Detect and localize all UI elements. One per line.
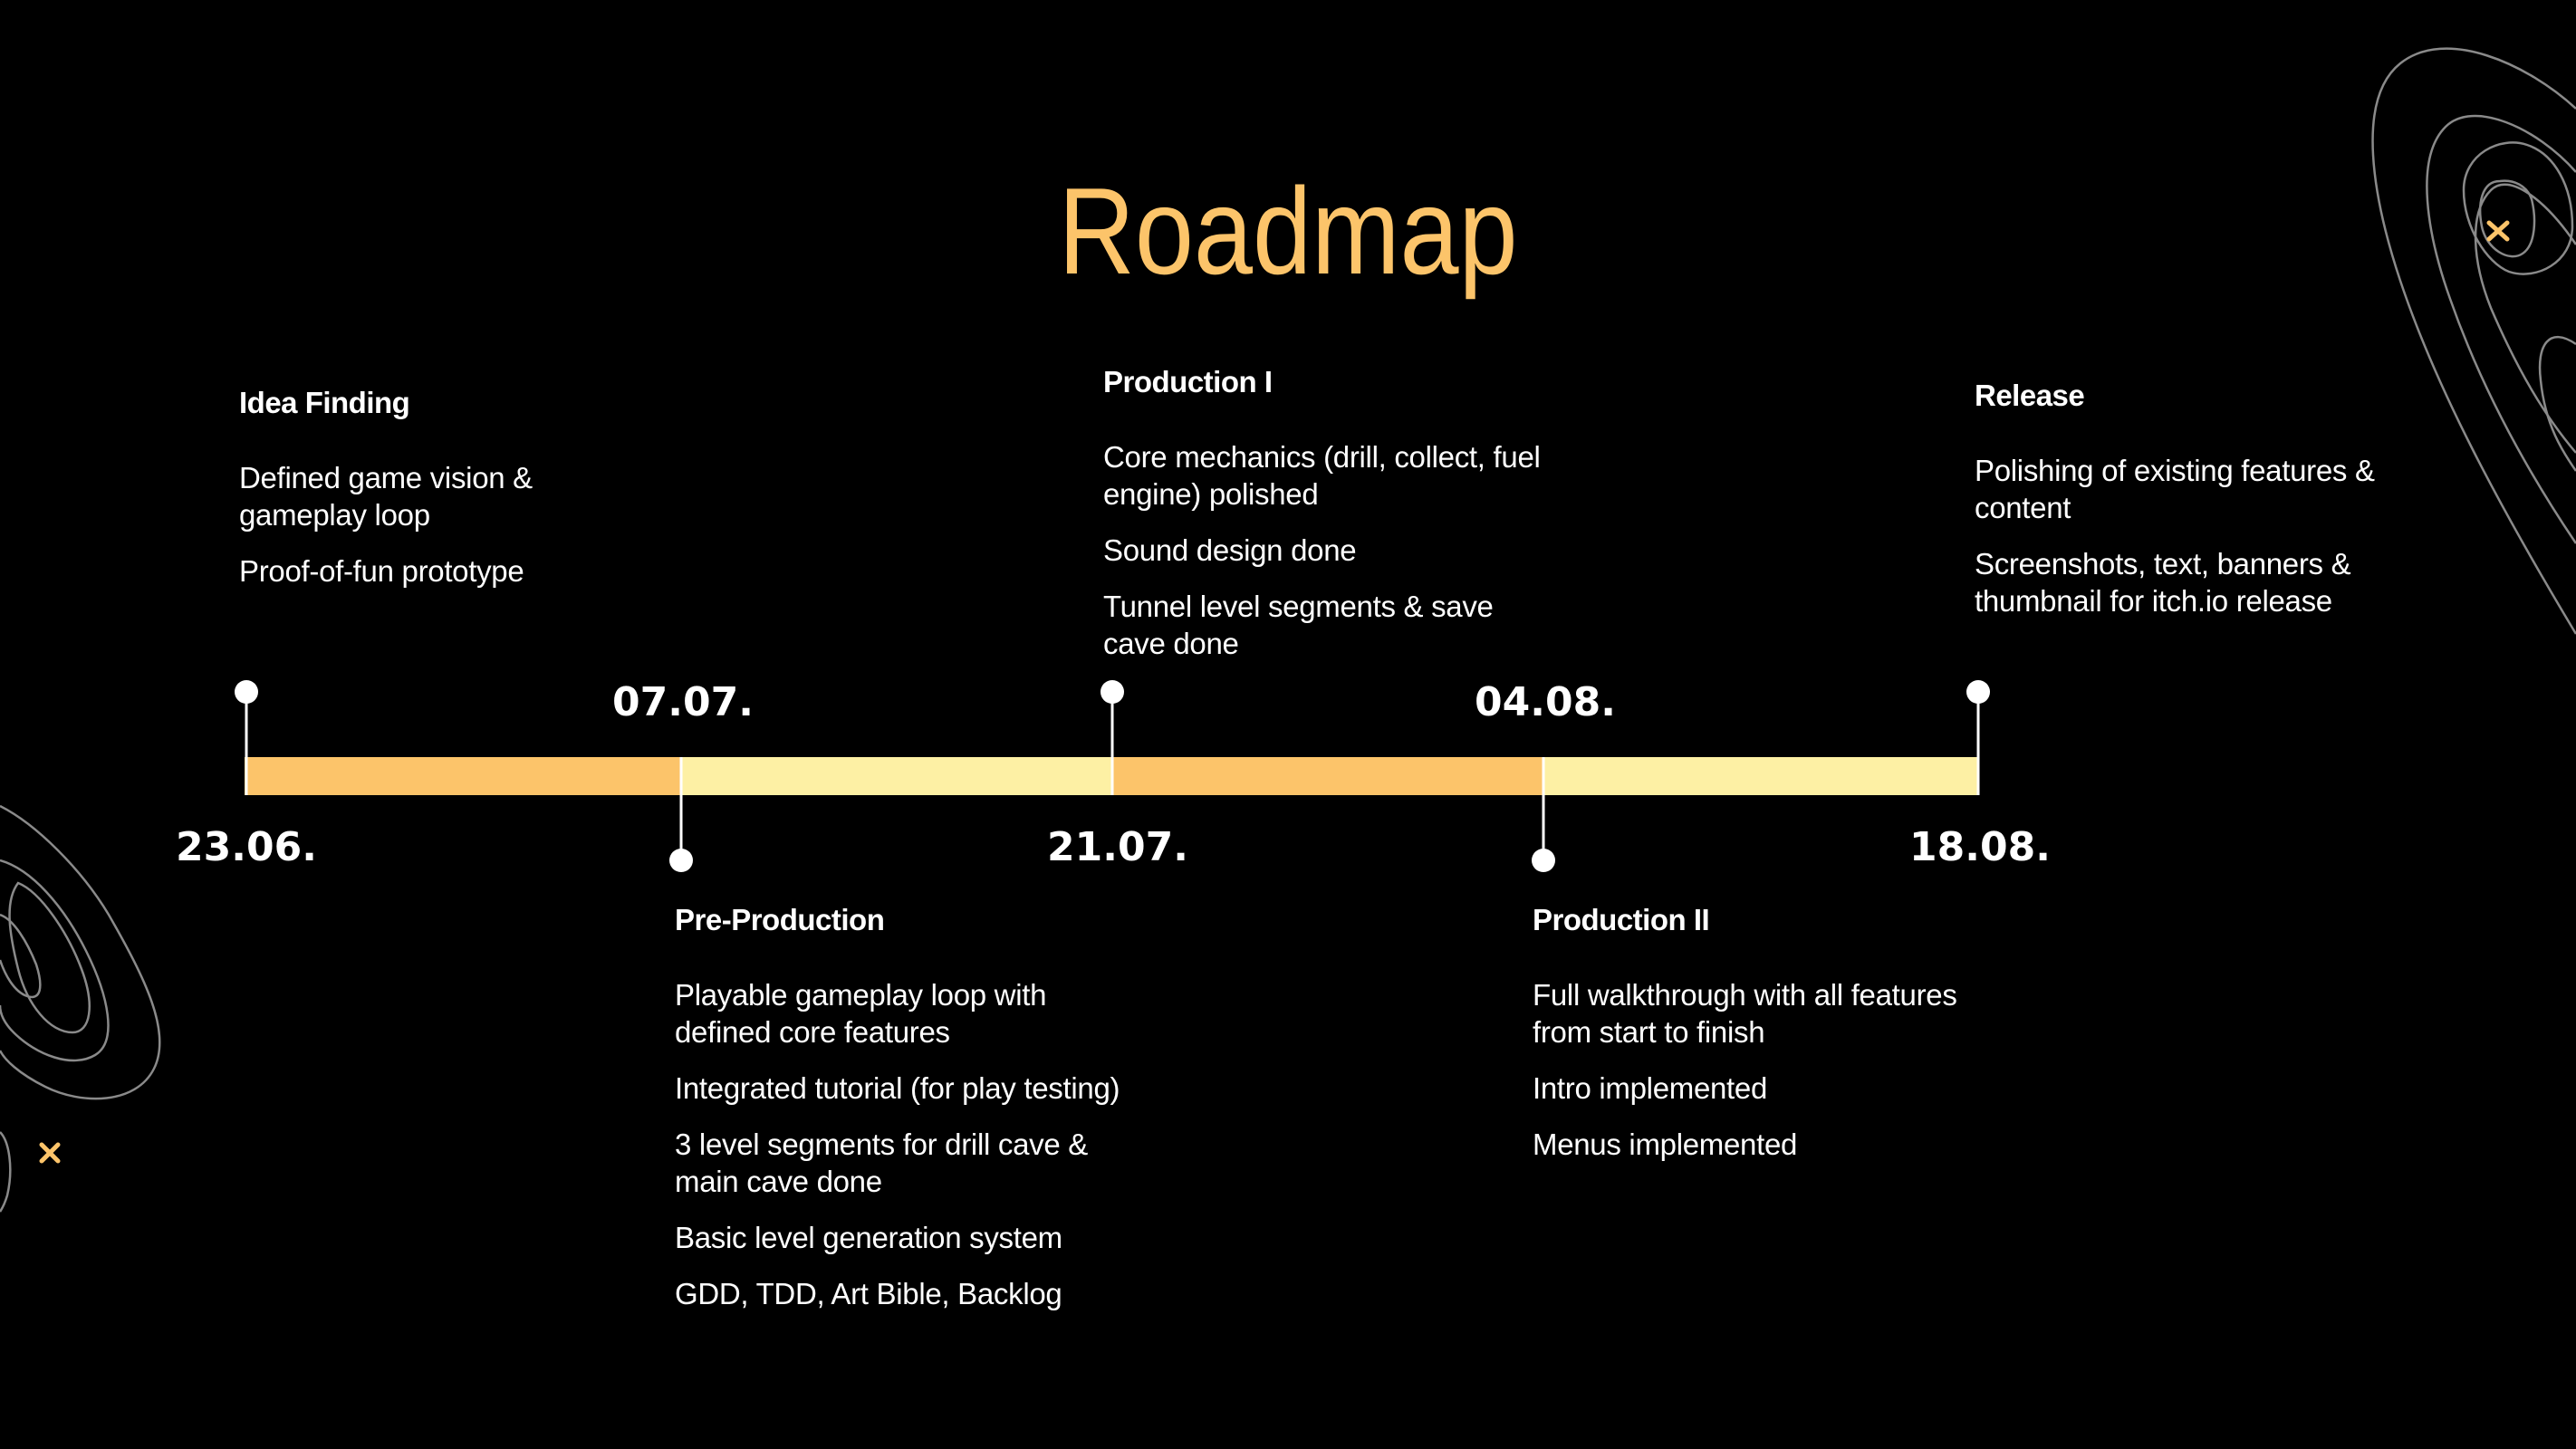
phase-title: Idea Finding bbox=[239, 386, 410, 419]
phase-items: Full walkthrough with all features from … bbox=[1533, 976, 1967, 1163]
phase-production-2: Production II Full walkthrough with all … bbox=[1533, 902, 1967, 1182]
phase-idea-finding: Idea Finding Defined game vision & gamep… bbox=[239, 385, 665, 609]
phase-item: Integrated tutorial (for play testing) bbox=[675, 1071, 1120, 1105]
phase-item: Defined game vision & gameplay loop bbox=[239, 461, 533, 532]
phase-production-1: Production I Core mechanics (drill, coll… bbox=[1103, 364, 1556, 681]
phase-item: Basic level generation system bbox=[675, 1221, 1062, 1254]
milestone-marker-18-08 bbox=[1966, 680, 1990, 795]
phase-item: Tunnel level segments & save cave done bbox=[1103, 590, 1494, 660]
page-title: Roadmap bbox=[1058, 162, 1518, 300]
phase-item: GDD, TDD, Art Bible, Backlog bbox=[675, 1277, 1062, 1310]
date-label-production-2: 04.08. bbox=[1475, 679, 1616, 725]
date-label-pre-production: 07.07. bbox=[612, 679, 754, 725]
timeline-segment-production-1 bbox=[1113, 757, 1543, 795]
phase-item: Menus implemented bbox=[1533, 1128, 1798, 1161]
phase-item: Proof-of-fun prototype bbox=[239, 554, 524, 588]
phase-title: Release bbox=[1975, 379, 2085, 412]
contour-lines-top-right bbox=[2371, 47, 2576, 635]
phase-item: 3 level segments for drill cave & main c… bbox=[675, 1128, 1088, 1198]
date-label-production-1: 21.07. bbox=[1047, 824, 1188, 870]
date-label-start: 23.06. bbox=[176, 824, 317, 870]
phase-item: Sound design done bbox=[1103, 533, 1357, 567]
contour-lines-bottom-left bbox=[0, 804, 161, 1213]
x-mark-icon bbox=[2486, 220, 2510, 242]
timeline-segment-production-2 bbox=[1543, 757, 1978, 795]
phase-item: Core mechanics (drill, collect, fuel eng… bbox=[1103, 440, 1541, 511]
phase-items: Playable gameplay loop with defined core… bbox=[675, 976, 1128, 1312]
milestone-marker-07-07 bbox=[669, 757, 693, 872]
phase-item: Intro implemented bbox=[1533, 1071, 1768, 1105]
phase-release: Release Polishing of existing features &… bbox=[1975, 378, 2400, 638]
milestone-marker-04-08 bbox=[1532, 757, 1555, 872]
phase-title: Pre-Production bbox=[675, 903, 885, 936]
phase-item: Full walkthrough with all features from … bbox=[1533, 978, 1957, 1049]
date-label-release: 18.08. bbox=[1909, 824, 2051, 870]
timeline-segment-idea-finding bbox=[245, 757, 681, 795]
x-mark-icon bbox=[39, 1142, 61, 1164]
phase-items: Core mechanics (drill, collect, fuel eng… bbox=[1103, 438, 1556, 662]
phase-items: Defined game vision & gameplay loop Proo… bbox=[239, 459, 665, 590]
phase-title: Production II bbox=[1533, 903, 1710, 936]
phase-title: Production I bbox=[1103, 365, 1273, 398]
milestone-marker-21-07 bbox=[1101, 680, 1124, 795]
phase-items: Polishing of existing features & content… bbox=[1975, 452, 2400, 619]
milestone-marker-23-06 bbox=[235, 680, 258, 795]
phase-item: Polishing of existing features & content bbox=[1975, 454, 2375, 524]
timeline-segment-pre-production bbox=[681, 757, 1113, 795]
phase-pre-production: Pre-Production Playable gameplay loop wi… bbox=[675, 902, 1128, 1331]
phase-item: Screenshots, text, banners & thumbnail f… bbox=[1975, 547, 2351, 618]
phase-item: Playable gameplay loop with defined core… bbox=[675, 978, 1047, 1049]
